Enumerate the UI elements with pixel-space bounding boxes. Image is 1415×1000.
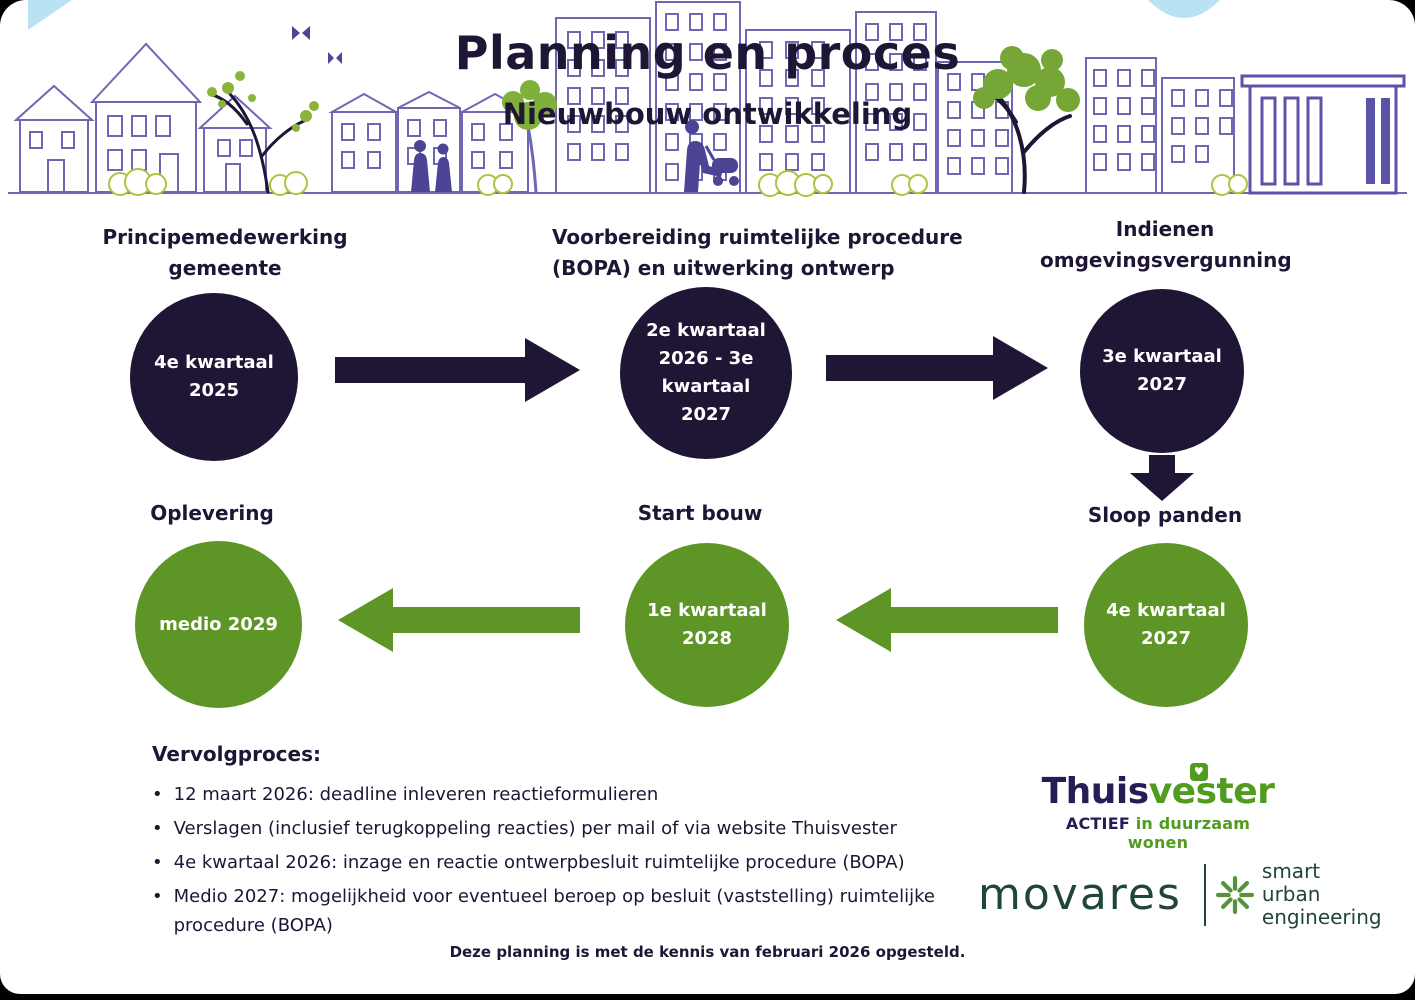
- list-item: • Verslagen (inclusief terugkoppeling re…: [152, 814, 1022, 843]
- movares-wordmark: movares: [978, 868, 1182, 920]
- circle-text-line: 2028: [681, 628, 733, 649]
- list-item: • 4e kwartaal 2026: inzage en reactie on…: [152, 848, 1022, 877]
- step-circle-start-bouw: 1e kwartaal 2028: [625, 543, 789, 707]
- movares-tagline-line: urban: [1261, 882, 1321, 906]
- tree-mid: [502, 80, 557, 130]
- followup-bullet-text: 4e kwartaal 2026: inzage en reactie ontw…: [173, 852, 905, 873]
- followup-section: Vervolgproces: • 12 maart 2026: deadline…: [152, 742, 1022, 945]
- circle-text-line: 4e kwartaal: [154, 352, 274, 373]
- circle-text-line: 2e kwartaal: [646, 320, 766, 341]
- page-subtitle: Nieuwbouw ontwikkeling: [502, 97, 913, 131]
- circle-text-line: 2026 - 3e: [658, 348, 754, 369]
- followup-bullet-text: 12 maart 2026: deadline inleveren reacti…: [173, 784, 659, 805]
- divider: [1203, 863, 1206, 926]
- circle-text-line: 1e kwartaal: [647, 600, 767, 621]
- thuisvester-tagline-green: in duurzaam wonen: [1127, 814, 1251, 852]
- city-skyline-illustration: [8, 0, 1407, 197]
- movares-logo: movares smart urban engineering: [978, 860, 1382, 929]
- list-item: • Medio 2027: mogelijkheid voor eventuee…: [152, 882, 1022, 940]
- circle-text-line: 3e kwartaal: [1102, 346, 1222, 367]
- sky-shape-right: [1148, 0, 1220, 18]
- arrow-right-icon: [826, 336, 1048, 400]
- step-heading-sloop-panden: Sloop panden: [1087, 503, 1243, 527]
- page-title: Planning en proces: [454, 26, 961, 80]
- step-heading-start-bouw: Start bouw: [637, 501, 763, 525]
- butterfly-icon: [328, 52, 342, 64]
- followup-bullet-text: Verslagen (inclusief terugkoppeling reac…: [173, 818, 897, 839]
- movares-tagline-line: smart: [1261, 859, 1321, 883]
- movares-tagline-line: engineering: [1261, 905, 1382, 929]
- movares-tagline: smart urban engineering: [1262, 860, 1382, 929]
- followup-title: Vervolgproces:: [152, 742, 322, 766]
- butterfly-icon: [292, 26, 310, 40]
- footnote: Deze planning is met de kennis van febru…: [449, 943, 966, 961]
- step-circle-voorbereiding: 2e kwartaal 2026 - 3e kwartaal 2027: [620, 287, 792, 459]
- bullet-dot: •: [152, 852, 163, 873]
- step-circle-oplevering: medio 2029: [135, 541, 302, 708]
- arrow-left-icon: [836, 588, 1058, 652]
- sky-shape-left: [28, 0, 72, 30]
- tree-leaves-right: [973, 46, 1080, 112]
- circle-text-line: 2027: [1136, 374, 1188, 395]
- header: Planning en proces Nieuwbouw ontwikkelin…: [0, 0, 1415, 205]
- followup-list: • 12 maart 2026: deadline inleveren reac…: [152, 780, 1022, 940]
- asterisk-icon: [1215, 875, 1254, 914]
- step-heading-indienen: Indienen omgevingsvergunning: [1040, 217, 1292, 272]
- step-heading-oplevering: Oplevering: [150, 501, 274, 525]
- tree-leaves-left: [207, 71, 319, 132]
- step-heading-voorbereiding: Voorbereiding ruimtelijke procedure (BOP…: [552, 225, 963, 280]
- circle-text-line: 2025: [188, 380, 240, 401]
- bullet-dot: •: [152, 818, 163, 839]
- circle-text-line: kwartaal: [661, 376, 751, 397]
- arrow-right-icon: [335, 338, 580, 402]
- thuisvester-tagline: ACTIEF in duurzaam wonen: [1040, 814, 1276, 852]
- followup-bullet-text: Medio 2027: mogelijkheid voor eventueel …: [173, 886, 935, 936]
- circle-text-line: 2027: [680, 404, 732, 425]
- circle-text-line: medio 2029: [159, 613, 278, 635]
- step-heading-principemedewerking: Principemedewerking gemeente: [102, 225, 348, 280]
- thuisvester-wordmark-green: vester: [1148, 771, 1275, 812]
- arrow-down-icon: [1130, 455, 1194, 501]
- circle-text-line: 2027: [1140, 628, 1192, 649]
- step-circle-sloop-panden: 4e kwartaal 2027: [1084, 543, 1248, 707]
- thuisvester-logo: Thuisvester ♥ ACTIEF in duurzaam wonen: [1040, 763, 1276, 852]
- thuisvester-wordmark: Thuisvester ♥: [1041, 763, 1275, 812]
- thuisvester-tagline-navy: ACTIEF: [1065, 814, 1130, 833]
- modern-building: [1240, 74, 1406, 195]
- step-circle-principemedewerking: 4e kwartaal 2025: [130, 293, 298, 461]
- arrow-left-icon: [338, 588, 580, 652]
- list-item: • 12 maart 2026: deadline inleveren reac…: [152, 780, 1022, 809]
- people-silhouettes: [292, 26, 739, 192]
- bushes: [108, 168, 1248, 197]
- bullet-dot: •: [152, 886, 163, 907]
- thuisvester-wordmark-navy: Thuis: [1041, 771, 1150, 812]
- step-circle-indienen: 3e kwartaal 2027: [1080, 289, 1244, 453]
- heart-icon: ♥: [1189, 763, 1208, 781]
- bullet-dot: •: [152, 784, 163, 805]
- circle-text-line: 4e kwartaal: [1106, 600, 1226, 621]
